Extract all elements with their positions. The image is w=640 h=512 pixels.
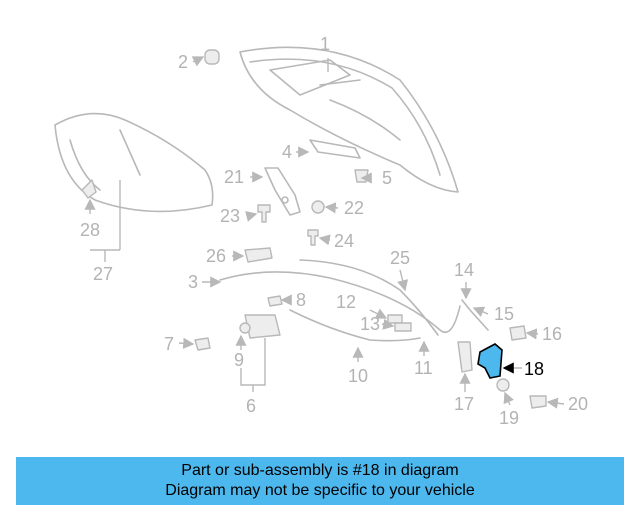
hood-hinge xyxy=(264,167,301,216)
callout-23: 23 xyxy=(220,206,240,226)
bolt-23 xyxy=(257,204,271,223)
banner-line-2: Diagram may not be specific to your vehi… xyxy=(165,482,475,499)
bolt-8 xyxy=(267,295,283,307)
safety-catch-17 xyxy=(457,341,473,373)
clip-12 xyxy=(387,314,403,324)
prop-rod xyxy=(461,299,489,331)
callout-8: 8 xyxy=(296,290,306,310)
part-18-highlight xyxy=(477,343,503,379)
bumper-5 xyxy=(354,169,369,183)
callout-26: 26 xyxy=(206,246,226,266)
callout-19: 19 xyxy=(499,408,519,428)
grommet-16 xyxy=(509,325,527,341)
parts-diagram: 1 2 3 4 5 6 7 8 9 10 11 12 13 14 15 16 1… xyxy=(54,34,588,428)
banner-line-1: Part or sub-assembly is #18 in diagram xyxy=(181,462,459,479)
callout-12: 12 xyxy=(336,292,356,312)
callout-25: 25 xyxy=(390,248,410,268)
bolt-7 xyxy=(194,337,211,351)
callout-3: 3 xyxy=(188,272,198,292)
hood-panel xyxy=(239,46,459,193)
callout-16: 16 xyxy=(542,324,562,344)
callout-13: 13 xyxy=(360,314,380,334)
hood-insulator xyxy=(54,112,214,213)
callout-11: 11 xyxy=(414,358,433,378)
clip-13 xyxy=(394,322,412,332)
callout-7: 7 xyxy=(164,334,174,354)
hood-lock xyxy=(239,314,281,339)
callout-22: 22 xyxy=(344,198,364,218)
callout-21: 21 xyxy=(224,167,244,187)
bracket-4 xyxy=(309,139,361,159)
plug-2 xyxy=(204,49,220,65)
callout-1: 1 xyxy=(320,34,330,54)
callout-15: 15 xyxy=(494,304,514,324)
nut-22 xyxy=(311,200,325,214)
callout-2: 2 xyxy=(178,52,188,72)
callout-28: 28 xyxy=(80,220,100,240)
callout-5: 5 xyxy=(382,168,392,188)
clip-20 xyxy=(529,395,547,409)
bolt-24 xyxy=(307,229,319,246)
callout-14: 14 xyxy=(454,260,474,280)
bolt-19 xyxy=(496,378,510,392)
clip-26 xyxy=(244,247,273,263)
callout-17: 17 xyxy=(454,394,474,414)
callout-4: 4 xyxy=(282,142,292,162)
callout-18: 18 xyxy=(524,359,544,379)
callout-6: 6 xyxy=(246,396,256,416)
callout-9: 9 xyxy=(234,350,244,370)
callout-10: 10 xyxy=(348,366,368,386)
release-cables xyxy=(219,259,461,342)
callout-20: 20 xyxy=(568,394,588,414)
callout-27: 27 xyxy=(93,264,113,284)
callout-24: 24 xyxy=(334,231,354,251)
retainer-28 xyxy=(81,179,97,199)
info-banner: Part or sub-assembly is #18 in diagram D… xyxy=(16,457,624,505)
